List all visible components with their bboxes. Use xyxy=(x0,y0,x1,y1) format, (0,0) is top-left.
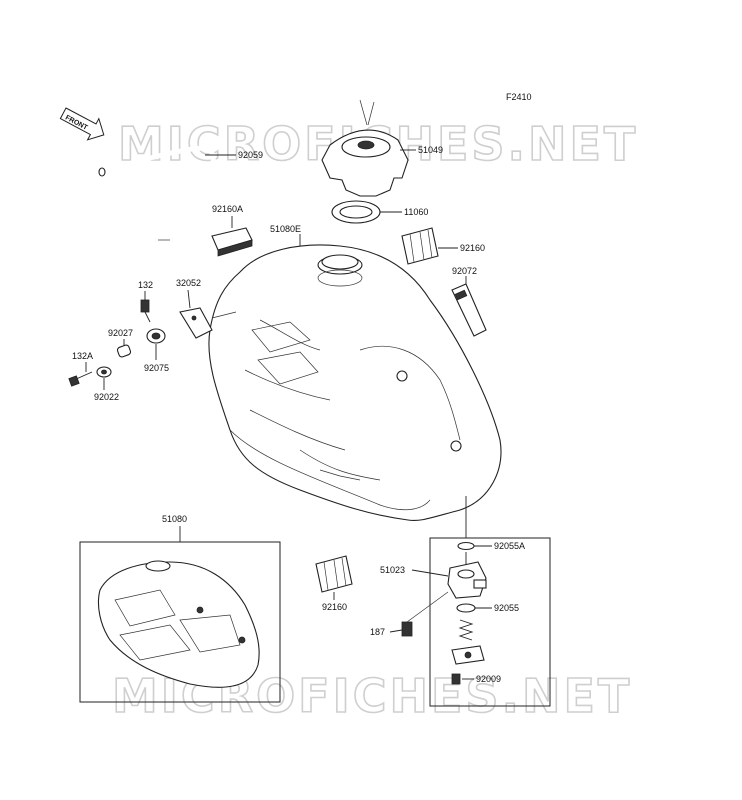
label-92027: 92027 xyxy=(108,328,133,338)
damper-92075 xyxy=(146,328,166,344)
pad-92160A xyxy=(211,227,253,257)
damper-bottom xyxy=(315,555,353,593)
label-92075: 92075 xyxy=(144,363,169,373)
breather-hose xyxy=(98,145,216,241)
label-51080: 51080 xyxy=(162,514,187,524)
cap-gasket xyxy=(331,200,381,224)
label-51049: 51049 xyxy=(418,145,443,155)
front-arrow-icon: FRONT xyxy=(59,107,105,141)
tank-strap xyxy=(451,283,487,337)
label-187: 187 xyxy=(370,627,385,637)
tank-assembly-51080 xyxy=(97,560,260,688)
label-92055A: 92055A xyxy=(494,541,525,551)
label-11060: 11060 xyxy=(404,207,428,217)
fuel-cock-51023 xyxy=(447,552,487,599)
bolt-132A xyxy=(68,371,93,387)
strainer-spring xyxy=(451,619,485,665)
label-51023: 51023 xyxy=(380,565,405,575)
label-92022: 92022 xyxy=(94,392,119,402)
bolt-132 xyxy=(140,299,151,323)
label-92160A: 92160A xyxy=(212,204,243,214)
fuel-tank xyxy=(208,244,502,522)
fuel-cap xyxy=(321,99,409,197)
collar-92027 xyxy=(116,344,132,358)
label-92059: 92059 xyxy=(238,150,263,160)
o-ring-92055 xyxy=(456,603,476,613)
label-92055: 92055 xyxy=(494,603,519,613)
label-132: 132 xyxy=(138,280,153,290)
label-92072: 92072 xyxy=(452,266,477,276)
label-92160-top: 92160 xyxy=(460,243,485,253)
tank-assembly-frame xyxy=(79,541,281,703)
screw-187 xyxy=(401,591,449,637)
screw-92009 xyxy=(451,673,461,685)
label-51080E: 51080E xyxy=(270,224,301,234)
fuel-cock-frame xyxy=(429,537,551,707)
label-132A: 132A xyxy=(72,351,93,361)
damper-top xyxy=(401,227,439,265)
figure-code: F2410 xyxy=(506,92,532,102)
washer-92022 xyxy=(96,366,112,378)
label-92009: 92009 xyxy=(476,674,501,684)
label-32052: 32052 xyxy=(176,278,201,288)
bracket-32052 xyxy=(179,307,213,339)
o-ring-92055A xyxy=(457,541,475,551)
label-92160-bottom: 92160 xyxy=(322,602,347,612)
